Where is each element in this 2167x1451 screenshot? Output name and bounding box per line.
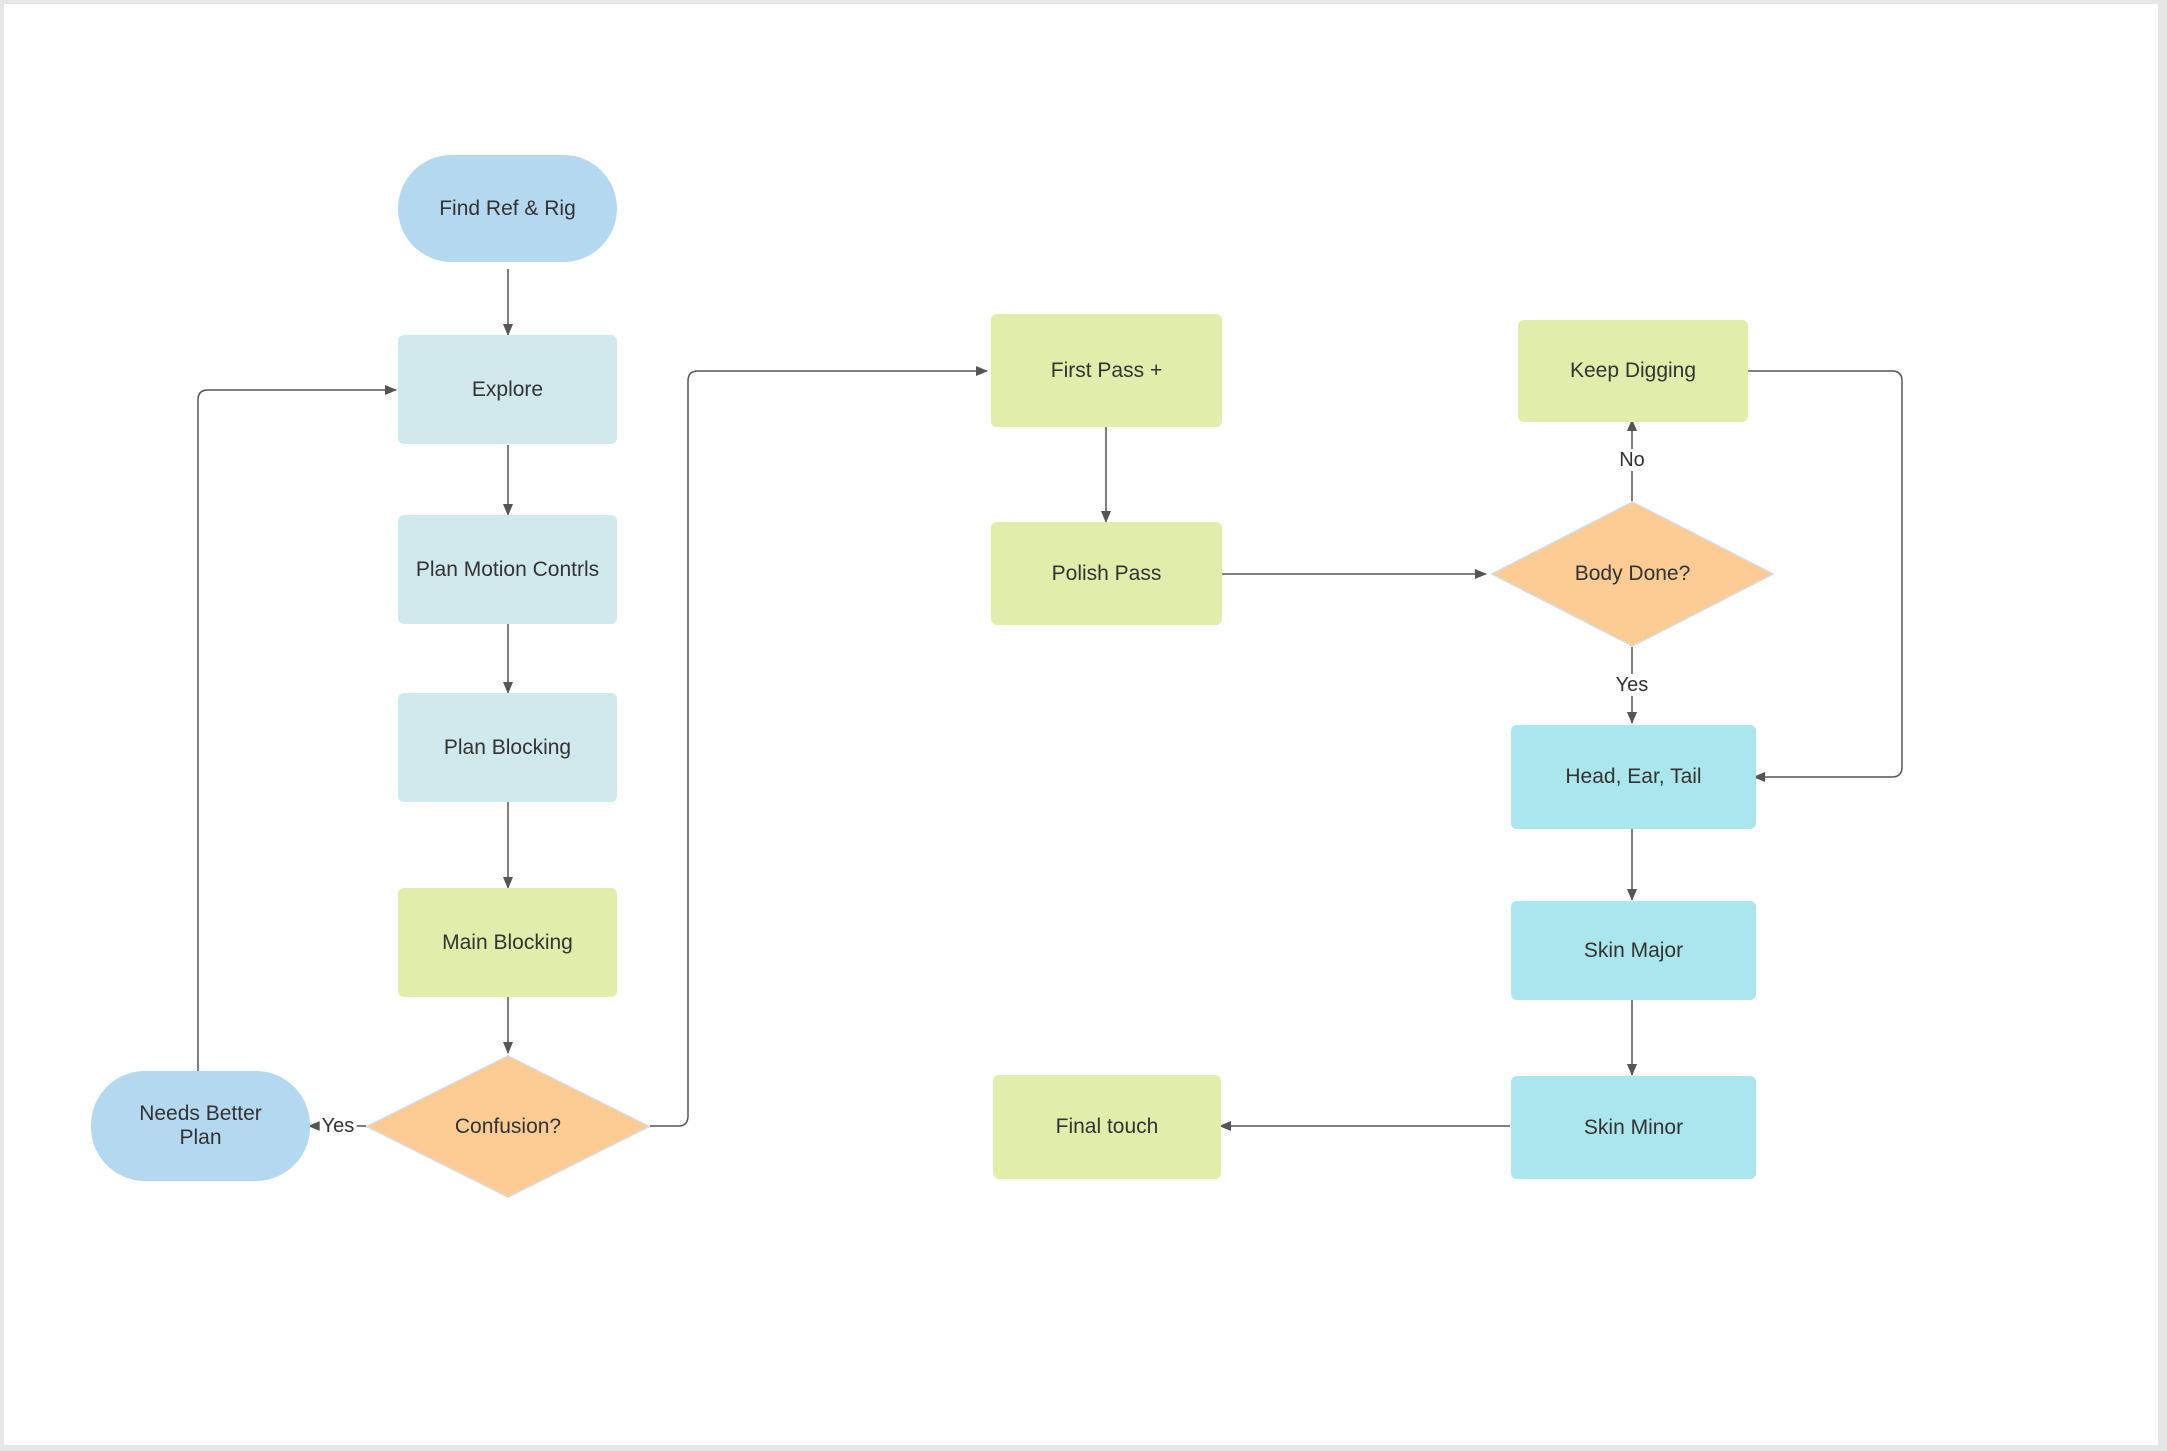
node-find-ref-rig[interactable]: Find Ref & Rig (398, 155, 617, 262)
node-explore[interactable]: Explore (398, 335, 617, 444)
diamond-shape (1491, 501, 1774, 647)
diamond-shape (366, 1055, 650, 1198)
node-confusion-label: Confusion? (454, 1114, 562, 1138)
node-body-done-decision[interactable]: Body Done? (1491, 501, 1774, 647)
node-first-pass[interactable]: First Pass + (991, 314, 1222, 427)
edge-label-confusion-yes: Yes (319, 1115, 357, 1137)
node-plan-blocking[interactable]: Plan Blocking (398, 693, 617, 802)
node-main-blocking[interactable]: Main Blocking (398, 888, 617, 997)
node-body-done-label: Body Done? (1574, 562, 1691, 585)
node-polish-pass[interactable]: Polish Pass (991, 522, 1222, 625)
node-plan-motion-contrls[interactable]: Plan Motion Contrls (398, 515, 617, 624)
flowchart-canvas: Yes No Yes Find Ref & Rig Explore Plan M… (4, 4, 2158, 1445)
node-needs-better-plan-label: Needs Better Plan (139, 1102, 262, 1149)
node-keep-digging[interactable]: Keep Digging (1518, 320, 1748, 422)
node-confusion-decision[interactable]: Confusion? (366, 1055, 650, 1198)
edge-label-body-done-no: No (1617, 449, 1647, 471)
node-final-touch[interactable]: Final touch (993, 1075, 1221, 1179)
node-skin-major[interactable]: Skin Major (1511, 901, 1756, 1000)
connector-needs-better-plan-to-explore (197, 385, 397, 1071)
node-head-ear-tail[interactable]: Head, Ear, Tail (1511, 725, 1756, 829)
connector-keep-digging-to-head-ear-tail (1747, 370, 1903, 782)
node-needs-better-plan[interactable]: Needs Better Plan (91, 1071, 310, 1181)
edge-label-body-done-yes: Yes (1613, 674, 1651, 696)
node-skin-minor[interactable]: Skin Minor (1511, 1076, 1756, 1179)
connector-layer (197, 269, 1903, 1131)
connector-confusion-to-first-pass (650, 366, 988, 1127)
